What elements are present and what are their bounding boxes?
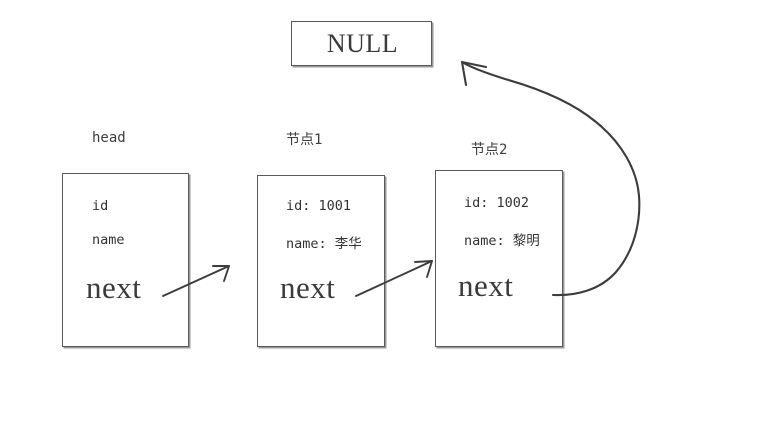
node1-pointer-next: next bbox=[280, 270, 336, 305]
node2-field-name: name: 黎明 bbox=[464, 233, 540, 249]
node-caption-node1: 节点1 bbox=[286, 132, 323, 148]
node-caption-node2: 节点2 bbox=[471, 142, 508, 158]
null-terminator-box: NULL bbox=[291, 21, 432, 66]
head-pointer-next: next bbox=[86, 270, 142, 305]
null-label: NULL bbox=[326, 29, 399, 58]
node-box-head bbox=[62, 173, 189, 347]
node1-field-id: id: 1001 bbox=[286, 198, 352, 214]
node2-pointer-next: next bbox=[458, 268, 514, 303]
node1-field-name: name: 李华 bbox=[286, 236, 362, 252]
head-field-name: name bbox=[92, 232, 125, 248]
node2-field-id: id: 1002 bbox=[464, 195, 530, 211]
head-field-id: id bbox=[92, 198, 109, 214]
node-caption-head: head bbox=[92, 130, 126, 146]
